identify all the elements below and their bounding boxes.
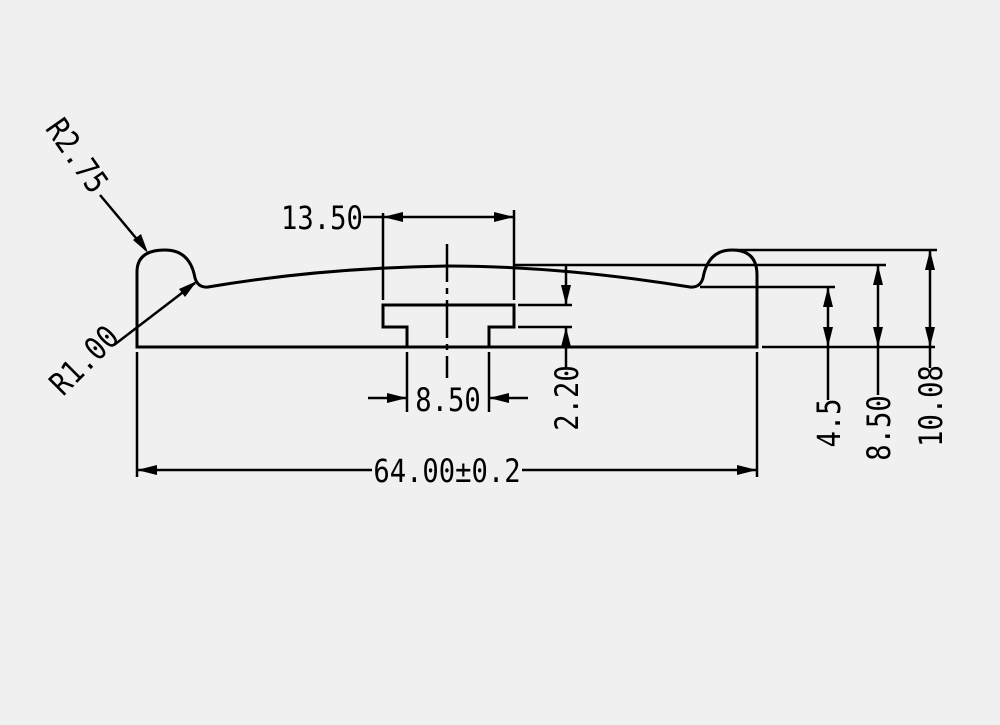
dim-height-inner: 4.5: [811, 287, 849, 448]
dim-radius-large: R2.75: [37, 112, 148, 253]
dim-slot-top-width: 13.50: [281, 200, 514, 238]
dim-label: R2.75: [37, 112, 115, 201]
dim-height-mid: 8.50: [861, 265, 899, 461]
dim-slot-depth: 2.20: [549, 265, 587, 431]
slot-outline: [381, 303, 516, 347]
dim-label: 8.50: [861, 395, 899, 460]
dim-label: 2.20: [549, 365, 587, 430]
dim-label: 4.5: [811, 398, 849, 447]
dim-label: 8.50: [415, 382, 480, 420]
extension-lines: [135, 210, 937, 477]
dim-label: 10.08: [913, 365, 951, 447]
dim-radius-small: R1.00: [42, 281, 197, 403]
dim-overall-length: 64.00±0.2: [137, 453, 757, 491]
dim-height-total: 10.08: [913, 250, 951, 447]
dim-slot-neck-width: 8.50: [368, 382, 528, 420]
dim-label: R1.00: [42, 318, 127, 403]
dim-label: 13.50: [281, 200, 363, 238]
dim-label: 64.00±0.2: [373, 453, 520, 491]
